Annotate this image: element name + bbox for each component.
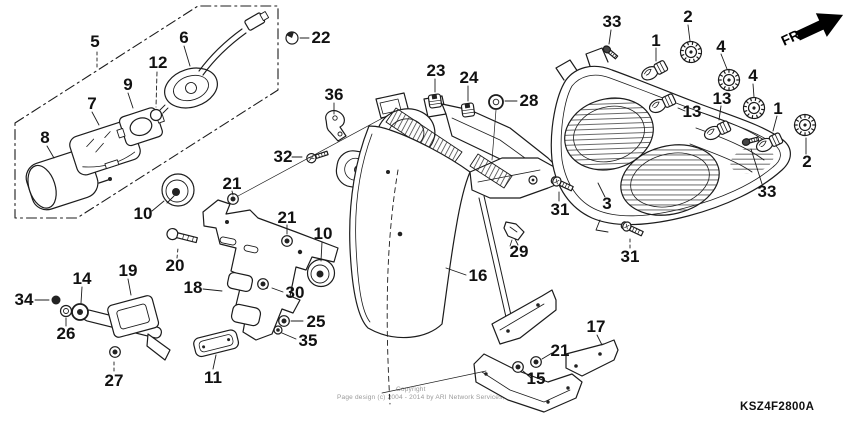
- part-21-nut-b: [281, 235, 293, 247]
- part-3-taillight-drawing: [550, 47, 791, 233]
- part-1-bulb-top: [638, 58, 670, 84]
- part-2-socket-right: [790, 110, 820, 140]
- watermark-copyright: Copyright: [396, 386, 426, 393]
- part-4-socket-top: [714, 65, 744, 95]
- part-30-nut: [257, 278, 269, 290]
- part-21-nut-c: [530, 356, 542, 368]
- part-28-drawing: [488, 94, 504, 110]
- part-16-fender-drawing: [335, 92, 571, 405]
- part-25-nut: [278, 315, 290, 327]
- fr-label: FR.: [779, 25, 806, 49]
- part-36-drawing: [325, 109, 347, 142]
- part-14-drawing: [71, 303, 89, 321]
- part-18-drawing: [202, 199, 339, 341]
- part-17-bracket-drawing: [473, 289, 619, 413]
- part-22-drawing: [285, 31, 299, 45]
- part-29-drawing: [503, 221, 525, 247]
- part-2-socket-top: [678, 39, 704, 65]
- part-23-drawing: [427, 93, 443, 109]
- leader-lines: [34, 24, 807, 394]
- watermark-page-design: Page design (c) 2004 - 2014 by ARI Netwo…: [337, 394, 513, 401]
- part-10-right-drawing: [306, 258, 336, 288]
- part-15-nut: [512, 361, 524, 373]
- part-10-left-drawing: [161, 173, 195, 207]
- part-12-drawing: [149, 104, 169, 122]
- part-26-drawing: [59, 304, 73, 318]
- part-6-drawing: [164, 11, 270, 109]
- part-34-drawing: [51, 295, 61, 305]
- part-27-drawing: [109, 346, 121, 358]
- diagram-code: KSZ4F2800A: [740, 401, 815, 413]
- part-32-drawing: [306, 150, 329, 164]
- part-19-drawing: [77, 295, 171, 361]
- fr-direction-arrow: [795, 13, 844, 41]
- part-4-socket-right: [741, 95, 767, 121]
- part-11-drawing: [193, 329, 240, 358]
- group-5-boundary: [14, 5, 279, 219]
- part-20-drawing: [166, 227, 198, 244]
- part-24-drawing: [460, 102, 476, 118]
- part-35-nut: [273, 325, 283, 335]
